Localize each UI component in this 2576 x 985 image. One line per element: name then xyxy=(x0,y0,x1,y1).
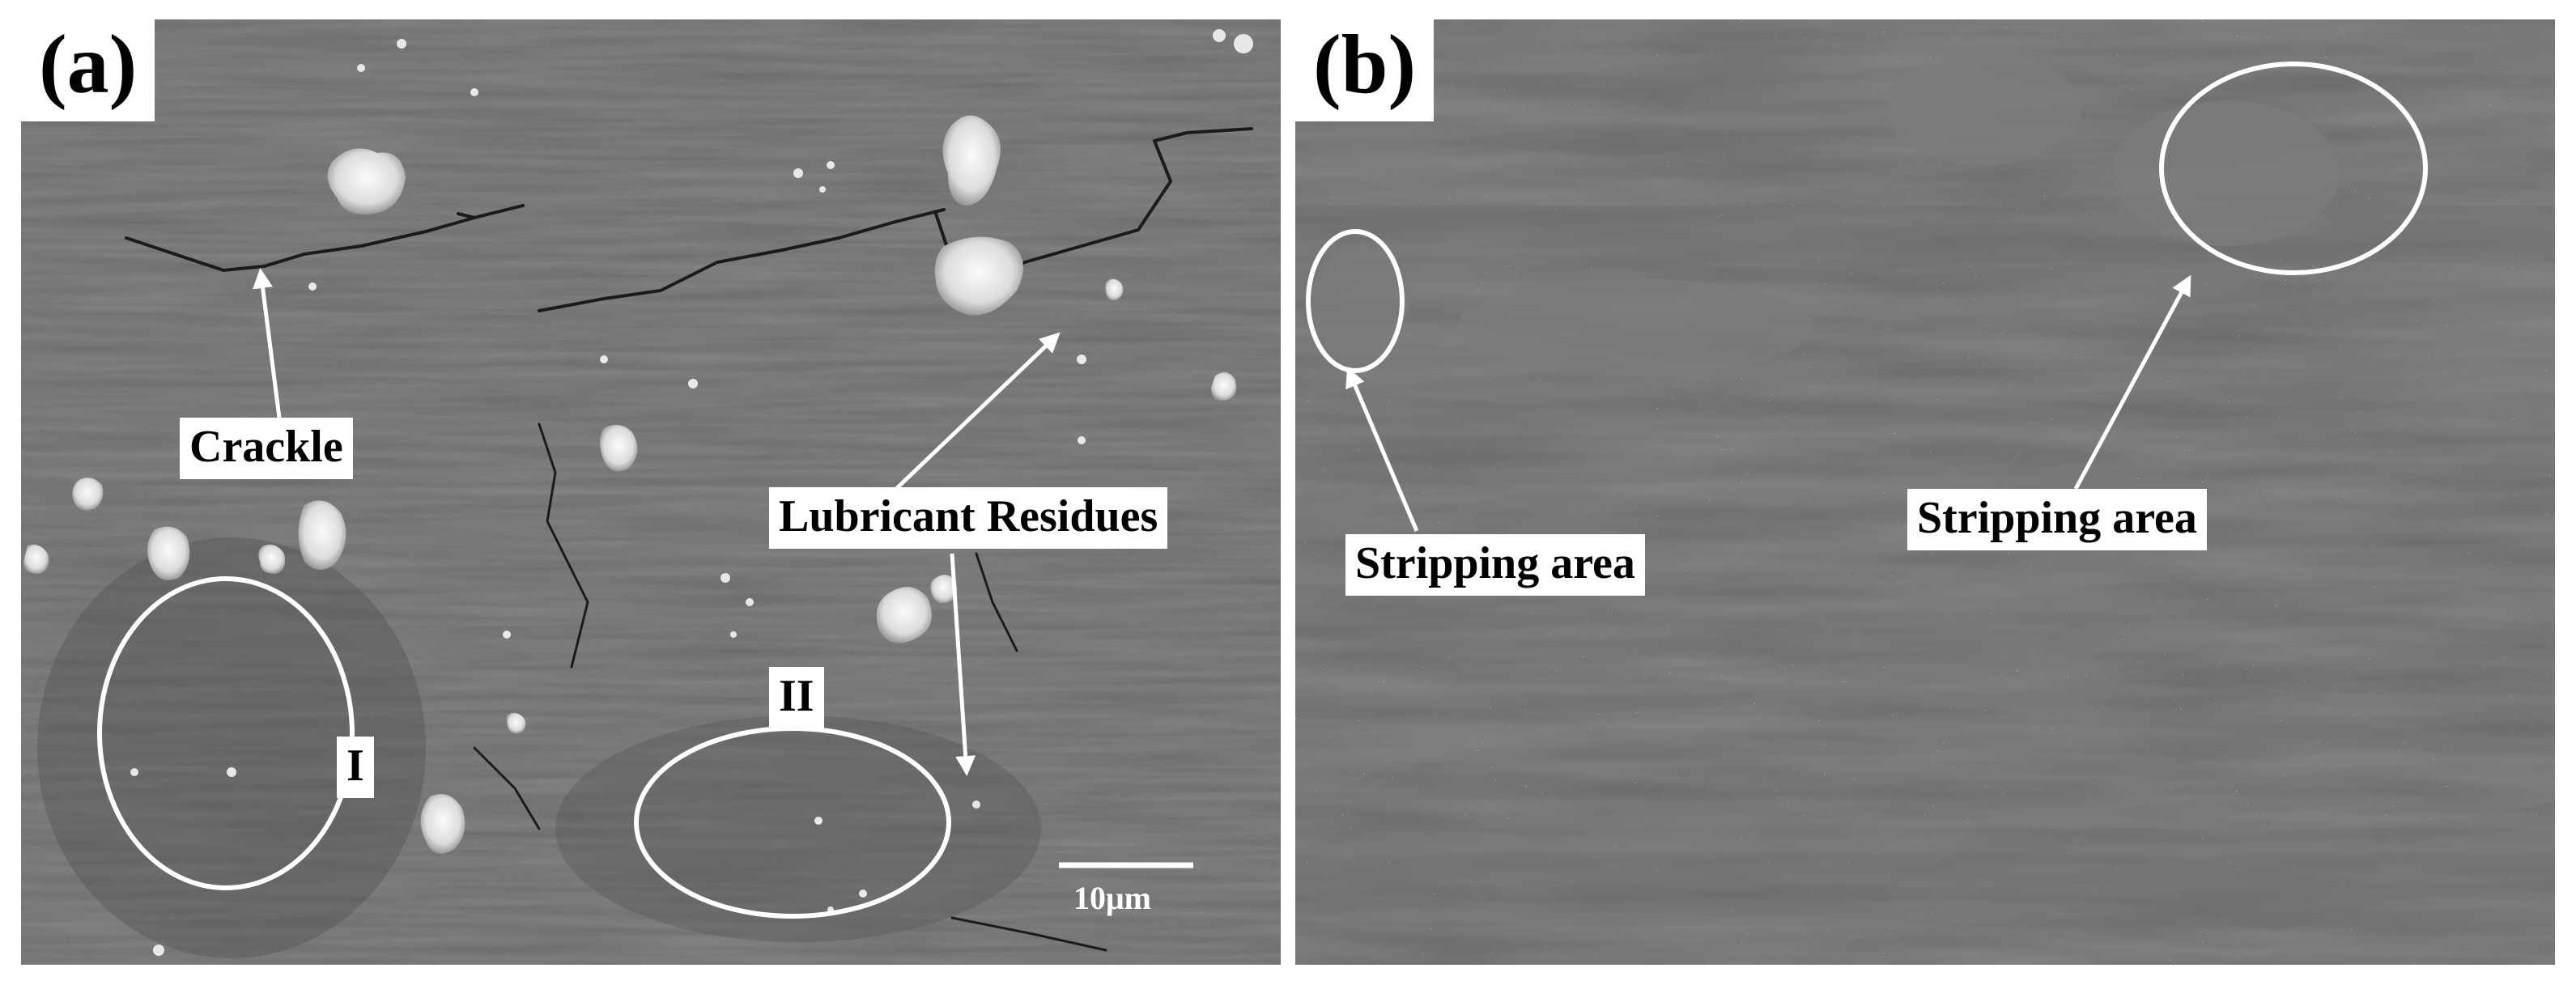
stripping-circle-right xyxy=(2159,62,2428,275)
annotation-overlay-a xyxy=(97,268,1193,919)
residue-arrow-upper xyxy=(878,332,1061,507)
region-two-label: II xyxy=(769,667,824,728)
residue-particles xyxy=(23,115,1237,854)
panel-b-letter: (b) xyxy=(1295,19,1435,121)
stripping-left-label: Stripping area xyxy=(1345,534,1645,596)
crackle-label: Crackle xyxy=(180,418,353,479)
sem-panel-b: (b) Stripping area Stripping area xyxy=(1295,19,2555,965)
panel-a-letter: (a) xyxy=(21,19,155,121)
stripping-arrow-left xyxy=(1345,367,1419,532)
region-one-circle xyxy=(97,576,355,890)
region-two-circle xyxy=(634,726,951,919)
residue-arrow-lower xyxy=(950,553,976,776)
stripping-arrow-right xyxy=(2073,274,2191,490)
annotation-overlay-b xyxy=(1306,62,2428,532)
region-one-label: I xyxy=(337,737,374,798)
fine-particles xyxy=(130,29,1253,956)
sem-panel-a: (a) Crackle Lubricant Residues I II 10μm xyxy=(21,19,1281,965)
crackle-arrow xyxy=(253,268,283,425)
lubricant-residues-label: Lubricant Residues xyxy=(769,487,1168,549)
stripping-right-label: Stripping area xyxy=(1907,489,2207,550)
stripping-circle-left xyxy=(1306,229,1405,373)
scale-bar-label: 10μm xyxy=(1073,880,1151,916)
